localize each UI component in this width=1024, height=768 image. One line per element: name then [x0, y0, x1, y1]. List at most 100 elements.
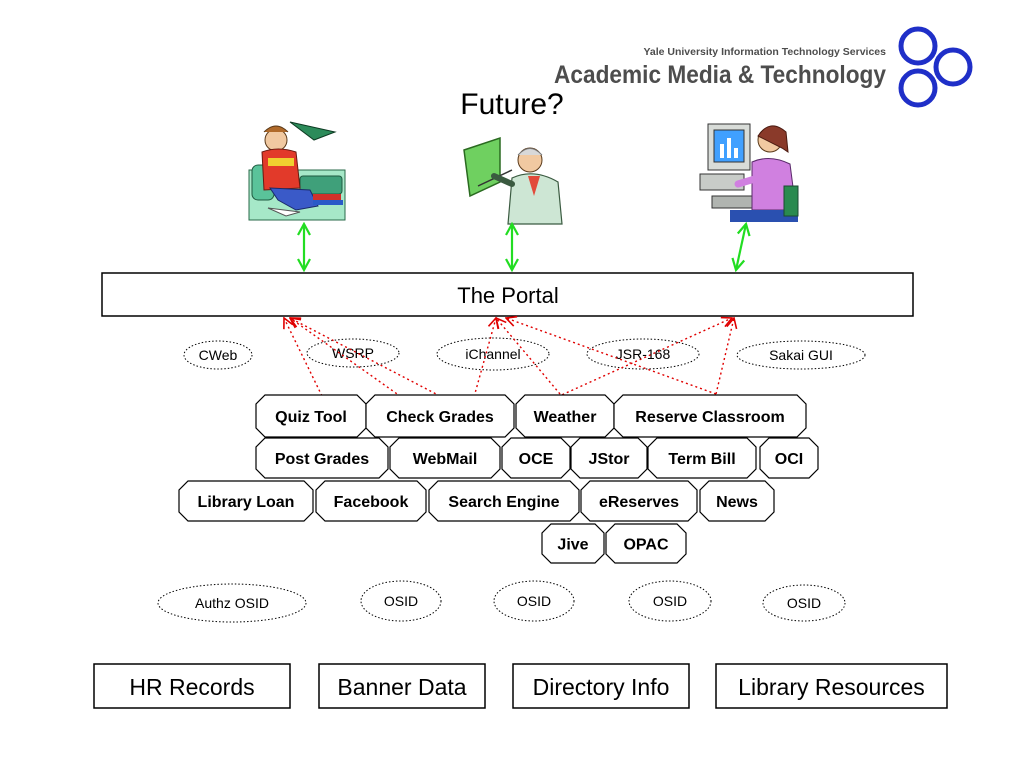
- osid-layer: Authz OSID OSID OSID OSID OSID: [157, 580, 846, 623]
- student-clipart-icon: [248, 121, 346, 221]
- service-label: Search Engine: [448, 494, 559, 511]
- osid-label: OSID: [653, 593, 687, 609]
- service-search-engine: Search Engine: [428, 480, 580, 522]
- service-check-grades: Check Grades: [365, 394, 515, 438]
- osid-2: OSID: [360, 580, 442, 622]
- authz-osid: Authz OSID: [157, 583, 307, 623]
- osid-label: Authz OSID: [195, 595, 269, 611]
- service-news: News: [699, 480, 775, 522]
- service-label: Weather: [534, 409, 597, 426]
- service-weather: Weather: [515, 394, 615, 438]
- osid-oval: [628, 580, 712, 622]
- osid-label: OSID: [517, 593, 551, 609]
- source-banner-data: Banner Data: [318, 663, 486, 709]
- service-label: Post Grades: [275, 451, 369, 468]
- yale-logo-icon: [898, 26, 973, 108]
- service-box: [541, 523, 605, 564]
- osid-5: OSID: [762, 584, 846, 622]
- protocol-sakai-gui: Sakai GUI: [736, 340, 866, 370]
- source-directory-info: Directory Info: [512, 663, 690, 709]
- service-box: [647, 437, 757, 479]
- source-box: [93, 663, 291, 709]
- service-webmail: WebMail: [389, 437, 501, 479]
- protocol-oval: [436, 337, 550, 371]
- source-library-resources: Library Resources: [715, 663, 948, 709]
- portal-label: The Portal: [457, 283, 559, 308]
- protocol-jsr168: JSR-168: [586, 338, 700, 370]
- service-library-loan: Library Loan: [178, 480, 314, 522]
- service-oci: OCI: [759, 437, 819, 479]
- service-label: Facebook: [334, 494, 409, 511]
- service-box: [570, 437, 648, 479]
- service-oce: OCE: [501, 437, 571, 479]
- source-box: [512, 663, 690, 709]
- red-link-1: [290, 318, 441, 397]
- service-facebook: Facebook: [315, 480, 427, 522]
- service-box: [515, 394, 615, 438]
- osid-oval: [762, 584, 846, 622]
- source-label: Directory Info: [533, 674, 670, 700]
- service-box: [389, 437, 501, 479]
- source-label: HR Records: [129, 674, 254, 700]
- service-jstor: JStor: [570, 437, 648, 479]
- service-quiz-tool: Quiz Tool: [255, 394, 367, 438]
- service-label: OPAC: [623, 537, 668, 554]
- protocol-ichannel: iChannel: [436, 337, 550, 371]
- service-jive: Jive: [541, 523, 605, 564]
- service-box: [613, 394, 807, 438]
- service-ereserves: eReserves: [580, 480, 698, 522]
- portal-box: The Portal: [101, 272, 914, 317]
- service-label: OCE: [519, 451, 554, 468]
- user-portal-links: [304, 224, 746, 270]
- service-opac: OPAC: [605, 523, 687, 564]
- source-hr-records: HR Records: [93, 663, 291, 709]
- service-label: Library Loan: [198, 494, 295, 511]
- source-box: [318, 663, 486, 709]
- service-label: eReserves: [599, 494, 679, 511]
- service-box: [255, 437, 389, 479]
- service-term-bill: Term Bill: [647, 437, 757, 479]
- green-arrow-user: [736, 224, 746, 270]
- protocol-label: CWeb: [199, 347, 238, 363]
- service-label: News: [716, 494, 758, 511]
- service-label: Reserve Classroom: [635, 409, 784, 426]
- osid-label: OSID: [787, 595, 821, 611]
- dept-line: Academic Media & Technology: [554, 61, 886, 89]
- service-box: [501, 437, 571, 479]
- service-box: [255, 394, 367, 438]
- service-box: [759, 437, 819, 479]
- service-label: Term Bill: [668, 451, 735, 468]
- red-link-7: [496, 318, 561, 395]
- protocol-oval: [306, 338, 400, 368]
- osid-oval: [493, 580, 575, 622]
- protocol-label: Sakai GUI: [769, 347, 833, 363]
- source-box: [715, 663, 948, 709]
- osid-3: OSID: [493, 580, 575, 622]
- service-label: JStor: [589, 451, 630, 468]
- computer-user-clipart-icon: [699, 123, 799, 222]
- service-box: [315, 480, 427, 522]
- osid-oval: [157, 583, 307, 623]
- service-label: OCI: [775, 451, 803, 468]
- service-box: [365, 394, 515, 438]
- data-source-layer: HR Records Banner Data Directory Info Libra…: [93, 663, 948, 709]
- osid-oval: [360, 580, 442, 622]
- source-label: Banner Data: [337, 674, 466, 700]
- red-link-4: [461, 318, 732, 441]
- service-post-grades: Post Grades: [255, 437, 389, 479]
- protocol-wsrp: WSRP: [306, 338, 400, 368]
- service-label: Jive: [557, 537, 588, 554]
- source-label: Library Resources: [738, 674, 925, 700]
- service-box: [699, 480, 775, 522]
- protocol-oval: [736, 340, 866, 370]
- protocol-oval: [183, 340, 253, 370]
- slide-title: Future?: [460, 88, 563, 121]
- service-box: [428, 480, 580, 522]
- service-box: [178, 480, 314, 522]
- osid-4: OSID: [628, 580, 712, 622]
- org-line: Yale University Information Technology S…: [643, 46, 886, 58]
- red-link-6: [715, 318, 734, 395]
- service-box: [605, 523, 687, 564]
